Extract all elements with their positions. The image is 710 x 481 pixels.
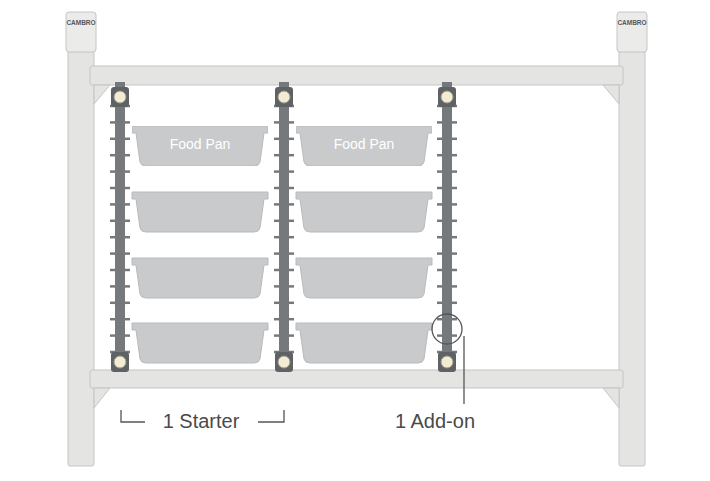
rail-rung (274, 318, 294, 321)
rail-rung (110, 334, 130, 337)
rail-rung (274, 302, 294, 305)
rail-rung (110, 187, 130, 190)
rail-rung (110, 203, 130, 206)
rail-rung (110, 170, 130, 173)
rail-rung (110, 121, 130, 124)
rail-rung (437, 236, 457, 239)
rail-knob (114, 356, 126, 368)
rail-knob (278, 356, 290, 368)
rail-rung (274, 285, 294, 288)
rail-rung (437, 154, 457, 157)
rail-rung (437, 187, 457, 190)
add-on-label: 1 Add-on (395, 410, 475, 433)
rail-rung (110, 269, 130, 272)
rail-rung (110, 138, 130, 141)
pan-label: Food Pan (296, 126, 432, 152)
frame (66, 12, 647, 466)
rail-knob (441, 91, 453, 103)
rail (279, 82, 289, 372)
rail-rung (274, 269, 294, 272)
add-on-callout (432, 314, 464, 404)
food-pan (132, 323, 268, 363)
rail-rung (274, 334, 294, 337)
rail-rung (274, 138, 294, 141)
brand-mark: CAMBRO (66, 19, 95, 26)
pan-rails (110, 82, 457, 372)
rail-rung (274, 187, 294, 190)
rail-mount (275, 87, 293, 107)
rail-rung (110, 252, 130, 255)
rail-rung (274, 220, 294, 223)
rail-rung (110, 302, 130, 305)
rail-rung (437, 121, 457, 124)
food-pan: Food Pan (132, 126, 268, 166)
rail-rung (110, 236, 130, 239)
rail-rung (274, 154, 294, 157)
rail-mount (438, 352, 456, 372)
starter-label: 1 Starter (163, 410, 240, 433)
food-pan (296, 258, 432, 298)
rail-rung (437, 170, 457, 173)
rail-rung (437, 318, 457, 321)
food-pan (296, 323, 432, 363)
rail-knob (114, 91, 126, 103)
rail-knob (441, 356, 453, 368)
rail-rung (274, 121, 294, 124)
rail-mount (111, 87, 129, 107)
food-pan: Food Pan (296, 126, 432, 166)
rail-rung (437, 334, 457, 337)
food-pan (296, 192, 432, 232)
rail-rung (110, 318, 130, 321)
rail-rung (437, 203, 457, 206)
pan-label: Food Pan (132, 126, 268, 152)
rail-mount (111, 352, 129, 372)
rail (115, 82, 125, 372)
rail-rung (437, 302, 457, 305)
rail-rung (110, 154, 130, 157)
rail-rung (437, 252, 457, 255)
rail-rung (274, 236, 294, 239)
food-pan (132, 192, 268, 232)
rail-rung (437, 269, 457, 272)
rail-rung (274, 170, 294, 173)
rail-rung (110, 220, 130, 223)
rail-rung (437, 138, 457, 141)
rail-rung (110, 285, 130, 288)
food-pan (132, 258, 268, 298)
rail (442, 82, 452, 372)
rail-mount (275, 352, 293, 372)
rail-rung (274, 203, 294, 206)
rail-mount (438, 87, 456, 107)
rail-rung (437, 285, 457, 288)
rail-knob (278, 91, 290, 103)
rail-rung (437, 220, 457, 223)
brand-mark: CAMBRO (617, 19, 646, 26)
rail-rung (274, 252, 294, 255)
